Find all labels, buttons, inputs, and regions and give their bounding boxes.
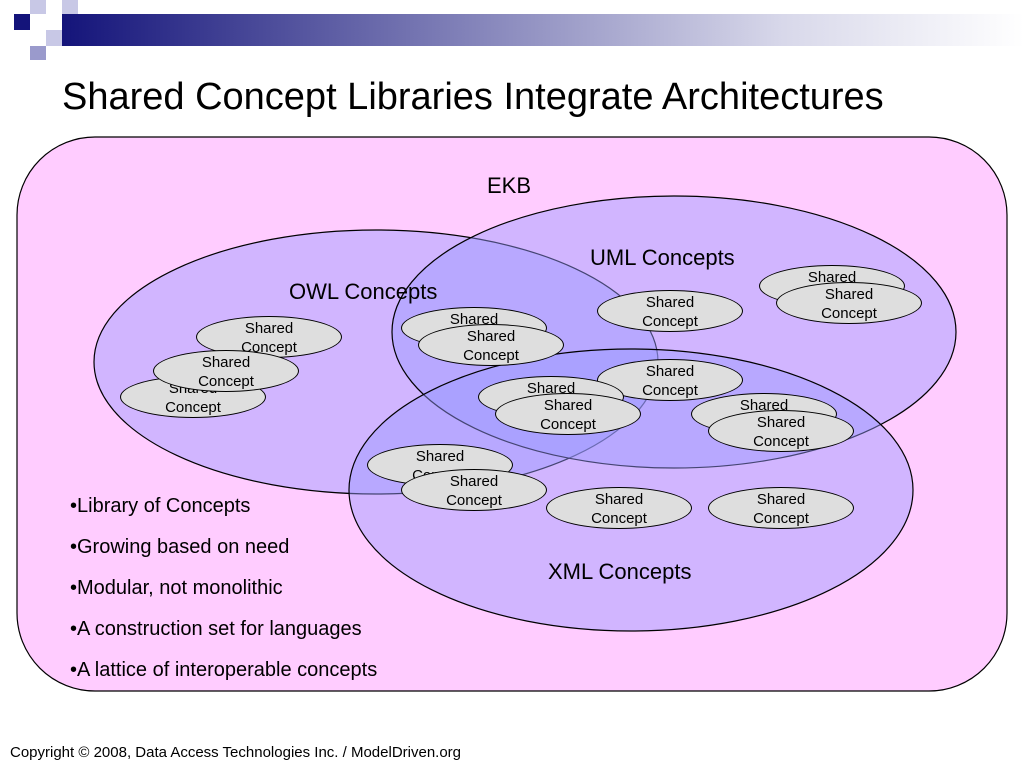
owl-concepts-label: OWL Concepts [289,279,438,304]
concept-line-2: Concept [821,305,877,322]
concept-line-2: Concept [198,373,254,390]
concept-line-1: Shared [645,294,695,311]
slide-title: Shared Concept Libraries Integrate Archi… [62,76,884,118]
concept-line-2: Concept [753,433,809,450]
concept-line-1: Shared [415,448,465,465]
concept-line-1: Shared [466,328,516,345]
bullet-list: •Library of Concepts •Growing based on n… [70,494,377,699]
concept-line-2: Concept [165,399,221,416]
concept-line-2: Concept [540,416,596,433]
bullet-item: •A lattice of interoperable concepts [70,659,378,681]
concept-line-1: Shared [756,414,806,431]
bullet-item: •Growing based on need [70,536,290,558]
concept-line-2: Concept [642,382,698,399]
header-decoration [14,0,1024,60]
uml-concepts-label: UML Concepts [590,245,735,270]
concept-line-1: Shared [201,354,251,371]
bullet-item: •Modular, not monolithic [70,577,283,599]
ekb-label: EKB [487,173,532,198]
concept-line-1: Shared [594,491,644,508]
concept-line-2: Concept [463,347,519,364]
concept-line-1: Shared [645,363,695,380]
concept-line-1: Shared [756,491,806,508]
concept-line-1: Shared [824,286,874,303]
concept-line-2: Concept [591,510,647,527]
concept-line-2: Concept [642,313,698,330]
concept-line-1: Shared [244,320,294,337]
concept-line-2: Concept [753,510,809,527]
concept-line-2: Concept [446,492,502,509]
bullet-item: •Library of Concepts [70,495,251,517]
copyright-footer: Copyright © 2008, Data Access Technologi… [10,744,462,761]
concept-line-1: Shared [449,473,499,490]
xml-concepts-label: XML Concepts [548,559,692,584]
concept-line-1: Shared [543,397,593,414]
bullet-item: •A construction set for languages [70,618,362,640]
